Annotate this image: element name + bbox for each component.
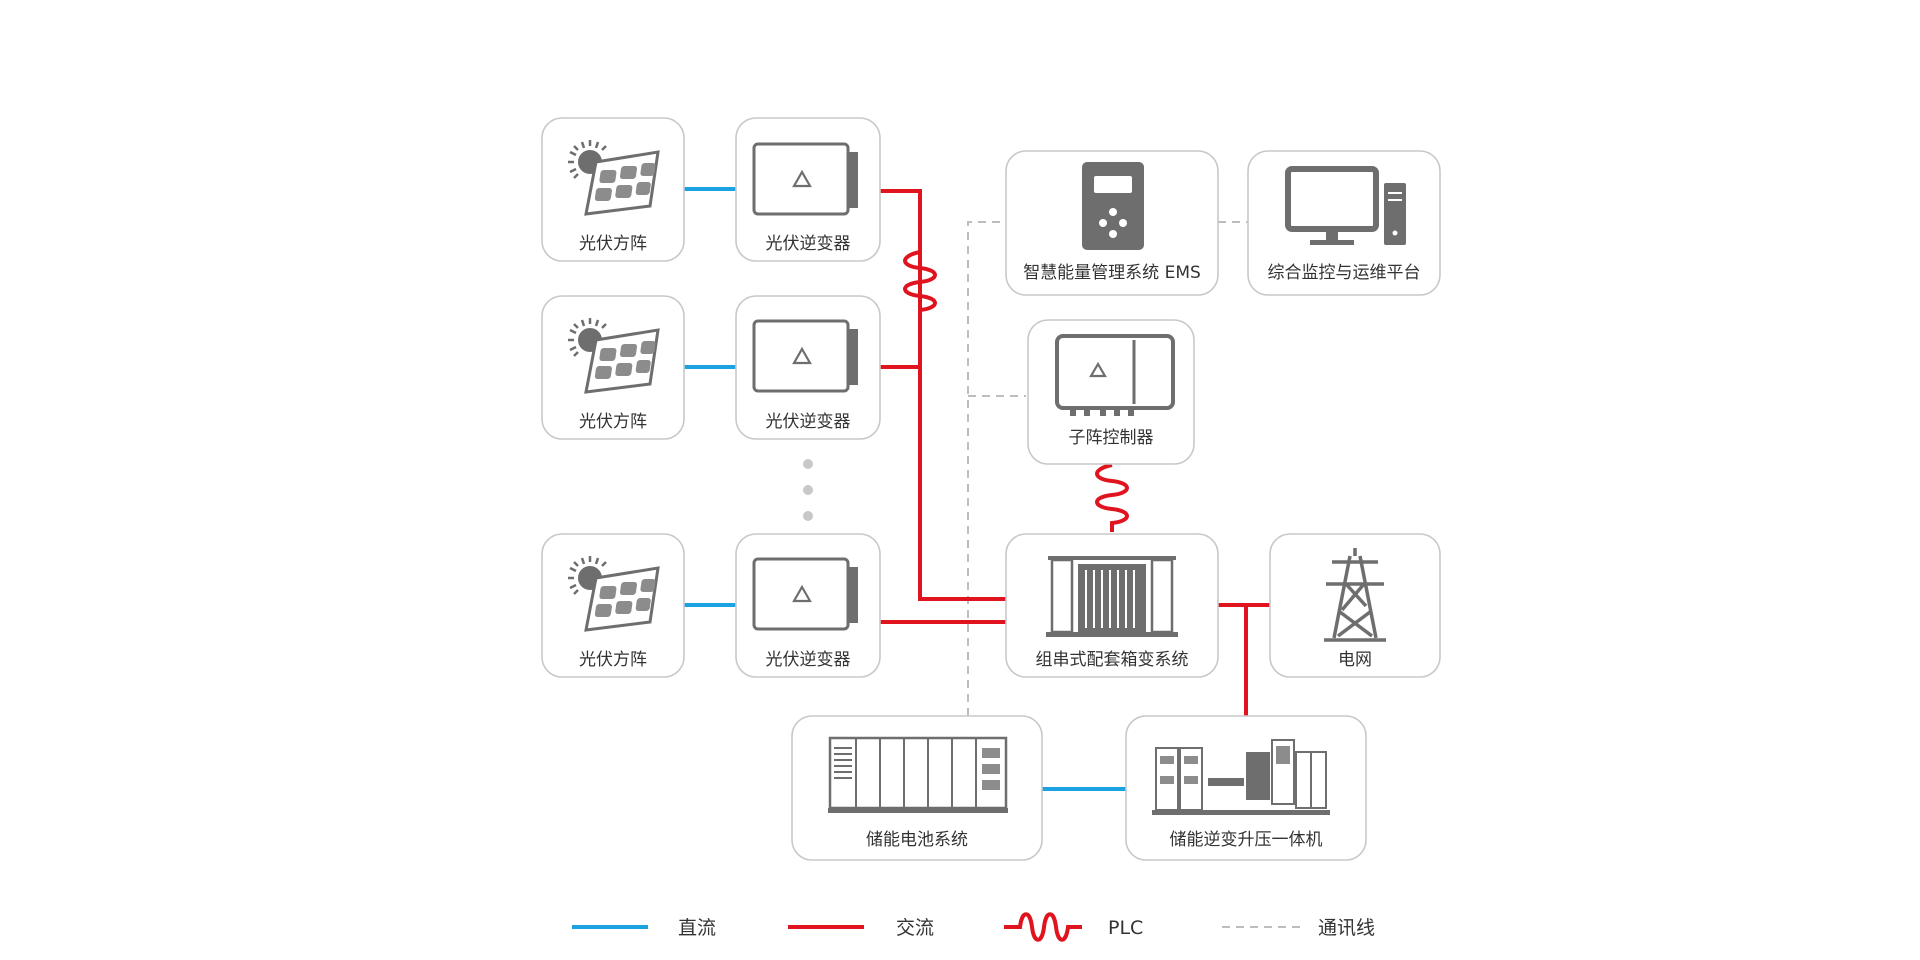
node-pv-inverter-1: 光伏逆变器 xyxy=(735,117,881,262)
node-pv-array-1: 光伏方阵 xyxy=(541,117,685,262)
node-pv-array-2: 光伏方阵 xyxy=(541,295,685,440)
node-label: 组串式配套箱变系统 xyxy=(1036,650,1189,670)
controller-device-icon xyxy=(1055,334,1175,416)
pcs-unit-icon xyxy=(1152,739,1330,815)
inverter-icon xyxy=(752,319,860,393)
node-subarray-controller: 子阵控制器 xyxy=(1027,319,1195,465)
legend-item-dc: 直流 xyxy=(572,917,716,939)
node-monitor-platform: 综合监控与运维平台 xyxy=(1247,150,1441,296)
plc-coil-2 xyxy=(1095,463,1129,532)
dc-lines xyxy=(684,187,1126,791)
node-label: 储能逆变升压一体机 xyxy=(1170,830,1323,850)
node-pv-inverter-3: 光伏逆变器 xyxy=(735,533,881,678)
node-label: 智慧能量管理系统 EMS xyxy=(1023,263,1201,283)
ems-controller-icon xyxy=(1082,162,1144,250)
node-pv-inverter-2: 光伏逆变器 xyxy=(735,295,881,440)
node-label: 光伏方阵 xyxy=(579,234,647,254)
node-label: 储能电池系统 xyxy=(866,830,968,850)
legend-label: 交流 xyxy=(896,917,934,939)
ac-lines xyxy=(880,189,1270,716)
node-label: 光伏逆变器 xyxy=(766,650,851,670)
node-grid: 电网 xyxy=(1269,533,1441,678)
legend-label: 通讯线 xyxy=(1318,917,1375,939)
node-box-transformer: 组串式配套箱变系统 xyxy=(1005,533,1219,678)
node-ems: 智慧能量管理系统 EMS xyxy=(1005,150,1219,296)
legend-label: PLC xyxy=(1108,917,1143,939)
legend-item-plc: PLC xyxy=(1004,912,1143,942)
power-tower-icon xyxy=(1324,548,1386,642)
node-label: 综合监控与运维平台 xyxy=(1268,263,1421,283)
node-pv-array-3: 光伏方阵 xyxy=(541,533,685,678)
more-inverters-dots xyxy=(803,459,813,521)
battery-container-icon xyxy=(828,736,1008,813)
node-pcs-integrated: 储能逆变升压一体机 xyxy=(1125,715,1367,861)
node-label: 电网 xyxy=(1338,650,1372,670)
computer-monitor-icon xyxy=(1285,166,1406,245)
node-battery-system: 储能电池系统 xyxy=(791,715,1043,861)
inverter-icon xyxy=(752,557,860,631)
legend: 直流 交流 PLC 通讯线 xyxy=(572,912,1375,942)
node-label: 光伏方阵 xyxy=(579,650,647,670)
comm-lines xyxy=(967,221,1248,716)
transformer-icon xyxy=(1046,556,1178,637)
legend-item-ac: 交流 xyxy=(788,917,934,939)
legend-label: 直流 xyxy=(678,917,716,939)
node-label: 光伏逆变器 xyxy=(766,412,851,432)
node-label: 光伏方阵 xyxy=(579,412,647,432)
plc-coil-1 xyxy=(903,250,937,312)
node-label: 子阵控制器 xyxy=(1069,428,1154,448)
legend-item-comm: 通讯线 xyxy=(1222,917,1375,939)
node-label: 光伏逆变器 xyxy=(766,234,851,254)
inverter-icon xyxy=(752,142,860,216)
